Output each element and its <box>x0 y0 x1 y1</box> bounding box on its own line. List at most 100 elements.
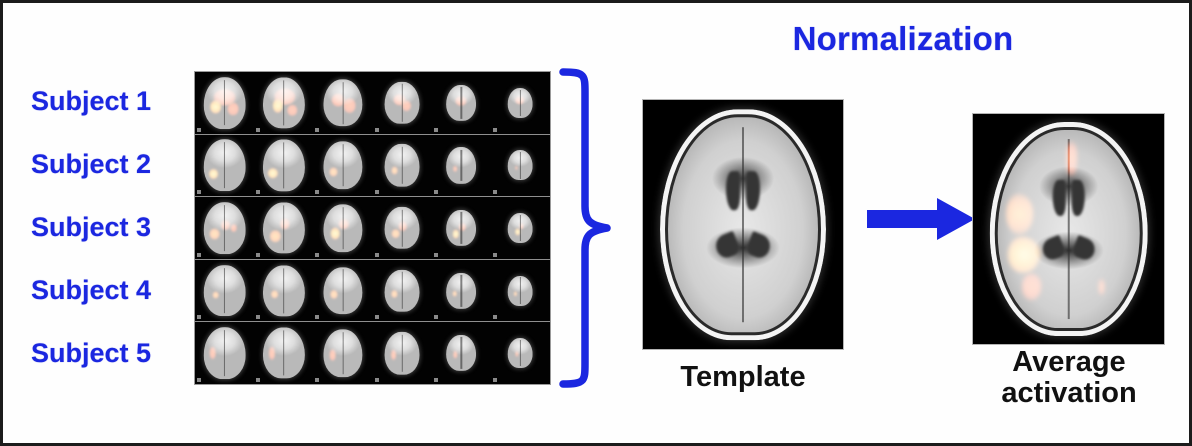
subject-slice-row <box>195 72 550 135</box>
activation-blob <box>287 104 297 116</box>
brain-render <box>446 84 477 121</box>
slice-tick-marker <box>315 315 320 320</box>
brain-render <box>323 329 363 377</box>
activation-blob <box>390 290 398 298</box>
brain-slice <box>491 322 550 384</box>
activation-blob <box>515 350 519 358</box>
activation-blob <box>270 290 279 299</box>
brain-slice <box>432 322 491 384</box>
brain-render <box>203 202 246 254</box>
posterior-horn-left <box>1039 234 1067 263</box>
brain-render <box>262 327 305 379</box>
slice-tick-marker <box>256 377 261 382</box>
activation-blob <box>1022 272 1042 301</box>
activation-blob <box>343 98 356 113</box>
brain-slice <box>195 322 254 384</box>
average-caption-line-2: activation <box>1001 377 1137 410</box>
brain-slice <box>373 72 432 134</box>
figure-canvas: Normalization Subject 1 Subject 2 Subjec… <box>3 3 1189 443</box>
subject-label-4: Subject 4 <box>31 275 152 305</box>
template-caption: Template <box>680 361 806 393</box>
template-brain-render <box>660 108 826 341</box>
subject-slice-row <box>195 197 550 260</box>
slice-tick-marker <box>433 315 438 320</box>
slice-tick-marker <box>315 127 320 132</box>
slice-tick-marker <box>433 252 438 257</box>
activation-blob <box>515 228 521 236</box>
slice-tick-marker <box>315 190 320 195</box>
average-caption-line-1: Average <box>1012 346 1126 378</box>
activation-blob <box>330 227 340 240</box>
brain-slice <box>254 197 313 259</box>
activation-blob <box>398 221 407 231</box>
brain-render <box>384 144 420 187</box>
left-ventricle <box>1052 179 1066 217</box>
brain-slice <box>373 135 432 197</box>
brain-render <box>446 209 477 247</box>
activation-blob <box>514 165 518 170</box>
slice-tick-marker <box>374 127 379 132</box>
slice-tick-marker <box>197 190 201 195</box>
brain-render <box>203 139 246 192</box>
subject-label-3: Subject 3 <box>31 212 152 242</box>
activation-blob <box>1008 236 1040 273</box>
right-arrow-icon <box>865 195 977 243</box>
activation-blob <box>329 348 336 362</box>
posterior-horn-right <box>744 230 774 261</box>
curly-brace <box>559 67 613 389</box>
brain-render <box>203 76 246 129</box>
slice-tick-marker <box>256 127 261 132</box>
activation-blob <box>401 100 411 112</box>
midline-fissure <box>1067 139 1070 319</box>
activation-blob <box>270 230 281 243</box>
slice-tick-marker <box>374 190 379 195</box>
subject-label-5: Subject 5 <box>31 338 152 368</box>
activation-blob <box>268 168 279 179</box>
brain-slice <box>491 135 550 197</box>
subject-label-2: Subject 2 <box>31 149 152 179</box>
activation-blob <box>230 223 237 233</box>
slice-tick-marker <box>433 127 438 132</box>
slice-tick-marker <box>374 315 379 320</box>
brain-slice <box>491 72 550 134</box>
brain-render <box>262 77 305 129</box>
average-brain-render <box>989 122 1148 336</box>
activation-blob <box>210 100 222 114</box>
slice-tick-marker <box>197 377 201 382</box>
activation-blob <box>454 95 467 106</box>
activation-blob <box>391 166 398 175</box>
activation-blob <box>272 99 283 113</box>
brain-slice <box>195 260 254 322</box>
slice-tick-marker <box>374 252 379 257</box>
slice-tick-marker <box>433 377 438 382</box>
activation-blob <box>391 349 397 361</box>
activation-blob <box>1066 141 1078 176</box>
brain-slice <box>254 260 313 322</box>
brain-render <box>384 269 420 312</box>
left-ventricle <box>726 171 740 211</box>
activation-blob <box>452 229 460 239</box>
subject-slice-row <box>195 322 550 384</box>
average-activation-caption: Average activation <box>963 346 1175 410</box>
slice-tick-marker <box>256 252 261 257</box>
midline-fissure <box>742 127 744 322</box>
brain-render <box>323 79 363 127</box>
slice-tick-marker <box>492 315 497 320</box>
brain-render <box>323 204 363 252</box>
slice-tick-marker <box>256 190 261 195</box>
brain-render <box>262 202 305 254</box>
brain-render <box>446 335 477 372</box>
brain-slice <box>254 322 313 384</box>
brain-slice <box>313 135 372 197</box>
activation-blob <box>459 222 466 231</box>
slice-tick-marker <box>492 190 497 195</box>
activation-blob <box>452 290 458 297</box>
brain-render <box>446 147 477 184</box>
slice-tick-marker <box>492 252 497 257</box>
template-brain-image <box>642 99 844 350</box>
brain-render <box>203 264 246 317</box>
slice-tick-marker <box>492 377 497 382</box>
brain-slice <box>313 197 372 259</box>
right-ventricle <box>1071 179 1085 217</box>
brain-render <box>384 331 420 375</box>
